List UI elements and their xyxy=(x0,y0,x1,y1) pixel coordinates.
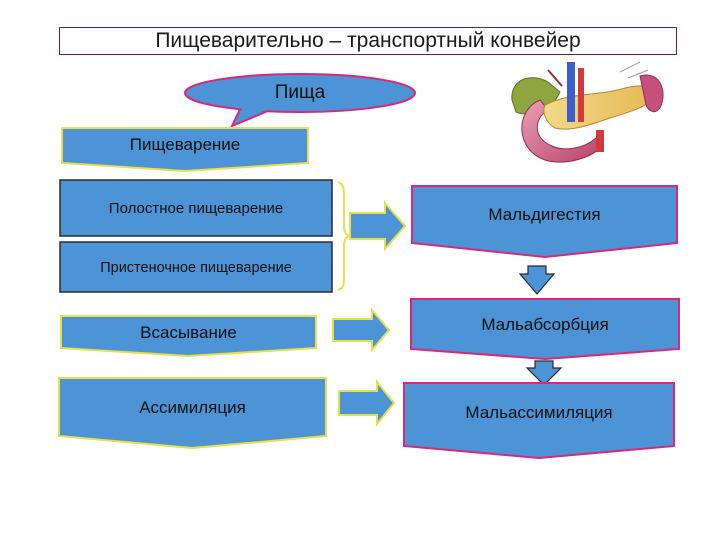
parietal-digestion-label: Пристеночное пищеварение xyxy=(100,260,292,276)
page-title: Пищеварительно – транспортный конвейер xyxy=(155,29,581,52)
cavity-digestion-label: Полостное пищеварение xyxy=(108,199,284,217)
title-box: Пищеварительно – транспортный конвейер xyxy=(59,27,677,55)
malabsorption-block xyxy=(410,298,680,361)
malassimilation-label: Мальассимиляция xyxy=(465,403,613,422)
malassimilation-block xyxy=(403,382,675,460)
arrow-to-maldigestion xyxy=(349,200,407,252)
absorption-label: Всасывание xyxy=(140,323,237,342)
assimilation-label: Ассимиляция xyxy=(139,398,246,417)
arrow-to-malabsorption xyxy=(332,307,391,353)
absorption-block xyxy=(60,315,317,358)
pancreas-illustration xyxy=(511,61,664,163)
malabsorption-label: Мальабсорбция xyxy=(481,315,609,334)
arrow-to-malassimilation xyxy=(338,379,396,427)
digestion-block xyxy=(61,127,309,173)
cavity-digestion-block xyxy=(59,179,333,237)
digestion-label: Пищеварение xyxy=(129,135,241,154)
arrow-down-2 xyxy=(525,360,563,386)
maldigestion-block xyxy=(411,185,678,259)
food-label: Пища xyxy=(274,82,326,103)
maldigestion-label: Мальдигестия xyxy=(488,205,601,224)
food-callout xyxy=(184,73,416,128)
assimilation-block xyxy=(58,377,327,450)
group-bracket xyxy=(337,181,353,291)
parietal-digestion-block xyxy=(59,241,333,293)
arrow-down-1 xyxy=(518,265,556,295)
